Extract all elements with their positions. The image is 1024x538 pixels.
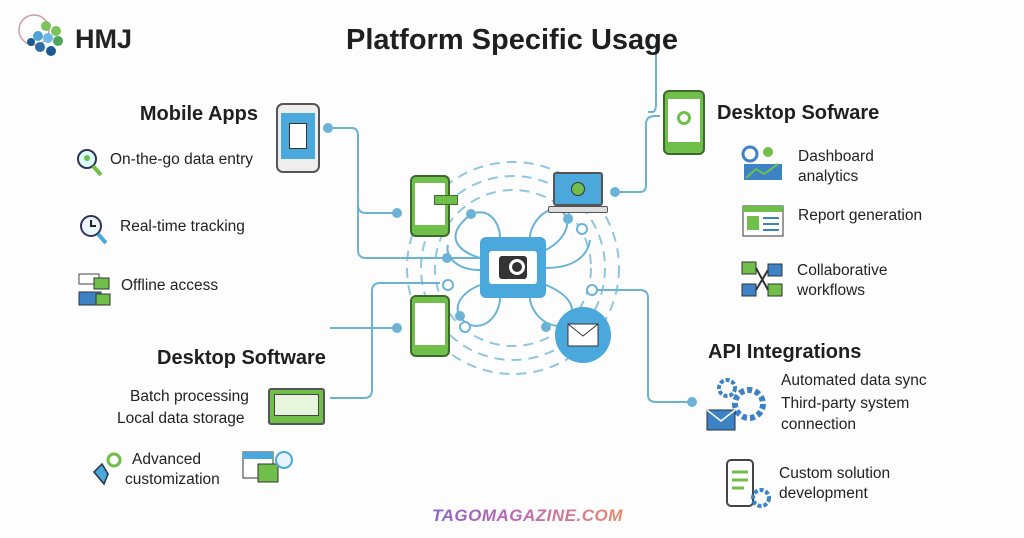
- feature-text: development: [779, 485, 868, 502]
- feature-text: Local data storage: [117, 410, 245, 427]
- page-title: Platform Specific Usage: [346, 24, 678, 56]
- connector-dots: [323, 123, 697, 407]
- settings-window-icon: [242, 448, 294, 493]
- feature-text: connection: [781, 416, 856, 433]
- feature-text: Batch processing: [130, 388, 249, 405]
- feature-text: Automated data sync: [781, 372, 927, 389]
- feature-text: On-the-go data entry: [110, 151, 254, 168]
- feature-text: Dashboard: [798, 148, 874, 165]
- tablet-gear-icon: [663, 90, 705, 155]
- feature-text: Offline access: [121, 277, 219, 294]
- feature-text: customization: [125, 471, 220, 488]
- location-search-icon: [76, 148, 103, 178]
- feature-text: Third-party system: [781, 395, 910, 412]
- feature-text: workflows: [797, 282, 866, 299]
- watermark: TAGOMAGAZINE.COM: [432, 506, 623, 525]
- desktop-software-heading: Desktop Software: [157, 347, 326, 369]
- report-icon: [742, 205, 786, 244]
- laptop-check-icon: [553, 172, 603, 206]
- feature-text: Report generation: [798, 207, 923, 224]
- feature-text: Advanced: [132, 451, 201, 468]
- clock-search-icon: [79, 214, 111, 253]
- connector-lines: [328, 42, 692, 403]
- feature-text: Collaborative: [797, 262, 888, 279]
- laptop-base: [548, 206, 608, 213]
- tablet-chart-icon: [410, 175, 458, 237]
- api-integrations-heading: API Integrations: [708, 341, 862, 363]
- mobile-apps-heading: Mobile Apps: [139, 103, 258, 125]
- email-icon: [555, 307, 611, 363]
- offline-devices-icon: [78, 272, 112, 313]
- feature-text: Custom solution: [779, 465, 891, 482]
- hand-gear-icon: [90, 450, 126, 491]
- logo-text: HMJ: [75, 24, 133, 54]
- tablet-document-icon: [410, 295, 450, 357]
- phone-gear-icon: [725, 458, 773, 517]
- feature-text: analytics: [798, 168, 859, 185]
- gears-envelope-icon: [705, 376, 771, 439]
- dashboard-analytics-icon: [740, 144, 786, 187]
- laptop-icon: [268, 388, 325, 425]
- dashed-orbits: [406, 161, 620, 375]
- central-hub-icon: [480, 237, 546, 298]
- desktop-sofware-heading: Desktop Sofware: [717, 102, 880, 124]
- feature-text: Real-time tracking: [120, 218, 245, 235]
- hmj-logo: [16, 14, 68, 60]
- phone-icon: [276, 103, 320, 173]
- workflow-icon: [740, 260, 786, 305]
